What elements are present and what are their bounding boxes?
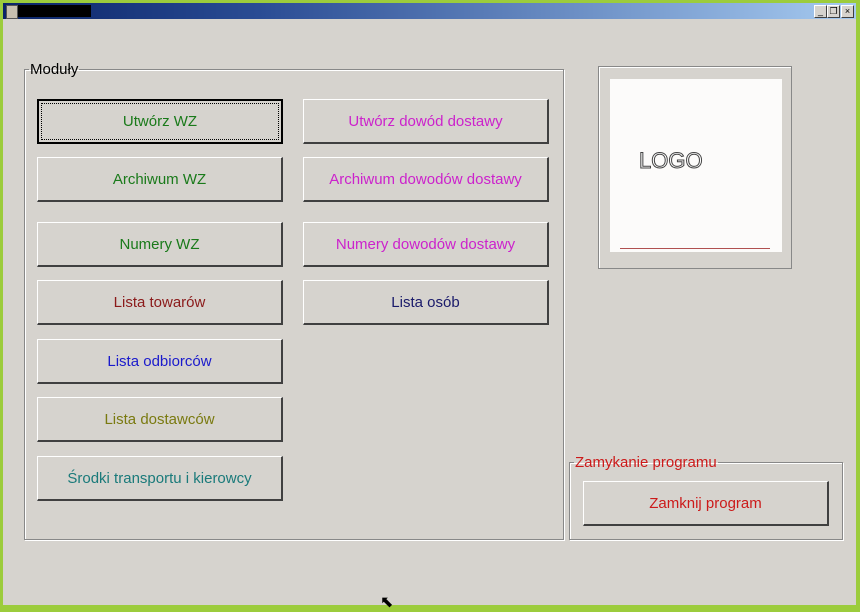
create-wz-button[interactable]: Utwórz WZ [37, 99, 283, 144]
app-icon[interactable] [6, 5, 18, 19]
title-bar: _ ❐ × [3, 3, 856, 19]
wz-numbers-button[interactable]: Numery WZ [37, 222, 283, 267]
minimize-button[interactable]: _ [814, 5, 827, 18]
title-redacted [18, 5, 91, 17]
logo-frame: LOGO [598, 66, 792, 269]
closing-legend: Zamykanie programu [575, 454, 717, 471]
goods-list-button[interactable]: Lista towarów [37, 280, 283, 325]
mouse-cursor-icon: ⬉ [380, 594, 394, 611]
persons-list-button[interactable]: Lista osób [303, 280, 549, 325]
wz-archive-button[interactable]: Archiwum WZ [37, 157, 283, 202]
suppliers-list-button[interactable]: Lista dostawców [37, 397, 283, 442]
recipients-list-button[interactable]: Lista odbiorców [37, 339, 283, 384]
transport-drivers-button[interactable]: Środki transportu i kierowcy [37, 456, 283, 501]
logo-text: LOGO [639, 148, 704, 174]
restore-button[interactable]: ❐ [827, 5, 840, 18]
close-button[interactable]: × [841, 5, 854, 18]
main-window: _ ❐ × Moduły Utwórz WZ Archiwum WZ Numer… [3, 3, 856, 611]
delivery-proof-numbers-button[interactable]: Numery dowodów dostawy [303, 222, 549, 267]
modules-group: Moduły [24, 61, 564, 540]
logo-underline [620, 248, 770, 249]
delivery-proof-archive-button[interactable]: Archiwum dowodów dostawy [303, 157, 549, 202]
create-delivery-proof-button[interactable]: Utwórz dowód dostawy [303, 99, 549, 144]
close-program-button[interactable]: Zamknij program [583, 481, 829, 526]
modules-legend: Moduły [30, 61, 79, 78]
logo-image: LOGO [610, 79, 782, 252]
closing-group: Zamykanie programu [569, 454, 843, 540]
